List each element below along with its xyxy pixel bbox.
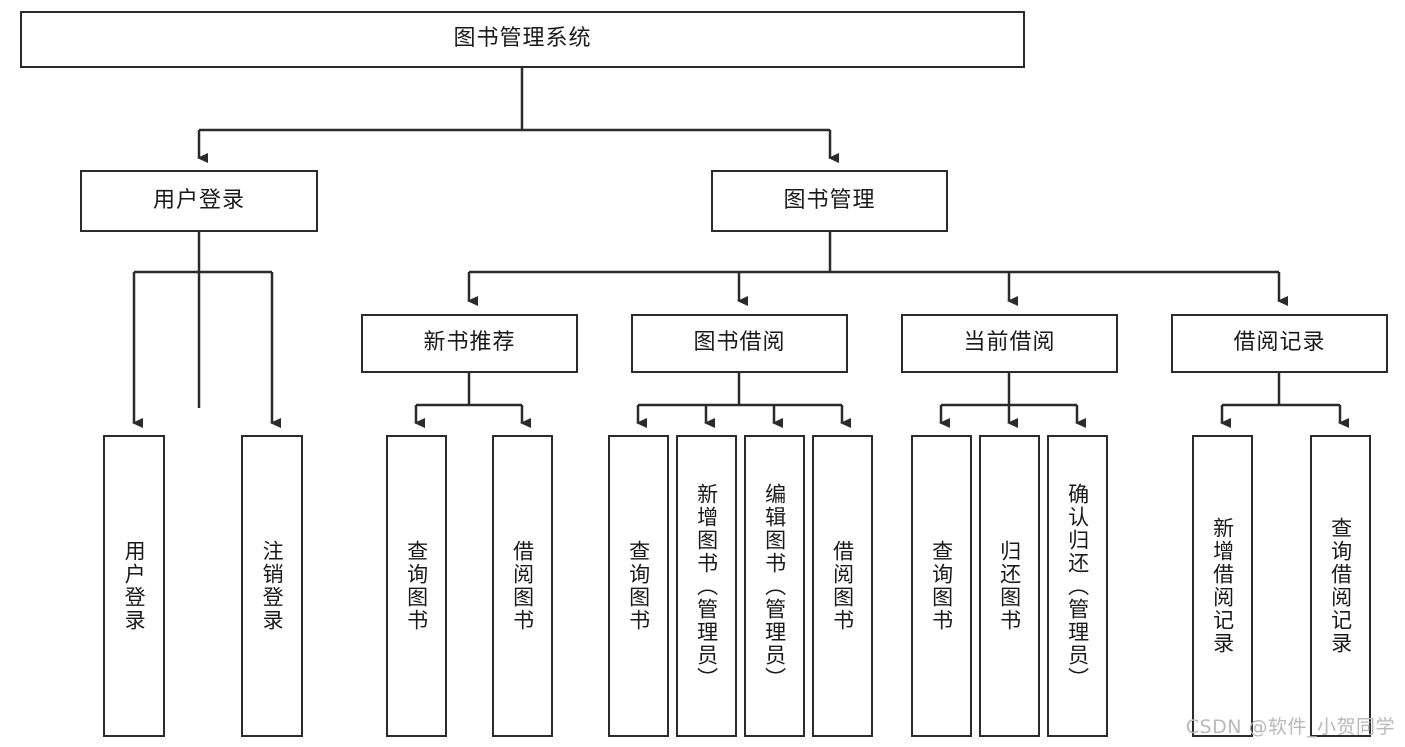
leaf-borrow-record-add[interactable]: 新增借阅记录 (1192, 435, 1253, 737)
node-label: 查询图书 (404, 540, 429, 632)
leaf-borrow-record-query[interactable]: 查询借阅记录 (1310, 435, 1371, 737)
node-label: 新增借阅记录 (1210, 517, 1235, 655)
leaf-book-borrow-borrow[interactable]: 借阅图书 (812, 435, 873, 737)
node-label: 借阅图书 (830, 540, 855, 632)
node-label: 查询借阅记录 (1328, 517, 1353, 655)
node-label: 归还图书 (997, 540, 1022, 632)
leaf-current-borrow-return[interactable]: 归还图书 (979, 435, 1040, 737)
node-label: 借阅记录 (1233, 330, 1326, 356)
leaf-user-login-login[interactable]: 用户登录 (103, 435, 165, 737)
leaf-current-borrow-confirm-return[interactable]: 确认归还（管理员） (1047, 435, 1108, 737)
node-label: 借阅图书 (510, 540, 535, 632)
node-label: 用户登录 (152, 187, 245, 213)
node-label: 图书管理 (783, 187, 876, 213)
leaf-new-book-borrow[interactable]: 借阅图书 (492, 435, 553, 737)
leaf-user-login-logout[interactable]: 注销登录 (241, 435, 303, 737)
csdn-watermark: CSDN @软件_小贺同学 (1185, 716, 1395, 738)
node-root-book-management-system[interactable]: 图书管理系统 (20, 11, 1025, 68)
node-label: 注销登录 (260, 540, 285, 632)
leaf-current-borrow-query[interactable]: 查询图书 (911, 435, 972, 737)
node-label: 编辑图书（管理员） (762, 482, 787, 690)
node-label: 新书推荐 (423, 330, 516, 356)
leaf-new-book-query[interactable]: 查询图书 (386, 435, 447, 737)
node-book-borrow[interactable]: 图书借阅 (631, 314, 848, 373)
node-label: 图书管理系统 (453, 26, 592, 52)
node-current-borrow[interactable]: 当前借阅 (901, 314, 1118, 373)
node-label: 新增图书（管理员） (694, 482, 719, 690)
node-user-login[interactable]: 用户登录 (80, 170, 318, 232)
leaf-book-borrow-query[interactable]: 查询图书 (608, 435, 669, 737)
node-label: 查询图书 (929, 540, 954, 632)
node-book-management[interactable]: 图书管理 (711, 170, 948, 232)
node-label: 当前借阅 (963, 330, 1056, 356)
node-label: 用户登录 (122, 540, 147, 632)
node-label: 查询图书 (626, 540, 651, 632)
leaf-book-borrow-edit[interactable]: 编辑图书（管理员） (744, 435, 805, 737)
node-borrow-record[interactable]: 借阅记录 (1171, 314, 1388, 373)
node-label: 图书借阅 (693, 330, 786, 356)
node-label: 确认归还（管理员） (1065, 482, 1090, 690)
node-new-book-recommend[interactable]: 新书推荐 (361, 314, 578, 373)
leaf-book-borrow-add[interactable]: 新增图书（管理员） (676, 435, 737, 737)
